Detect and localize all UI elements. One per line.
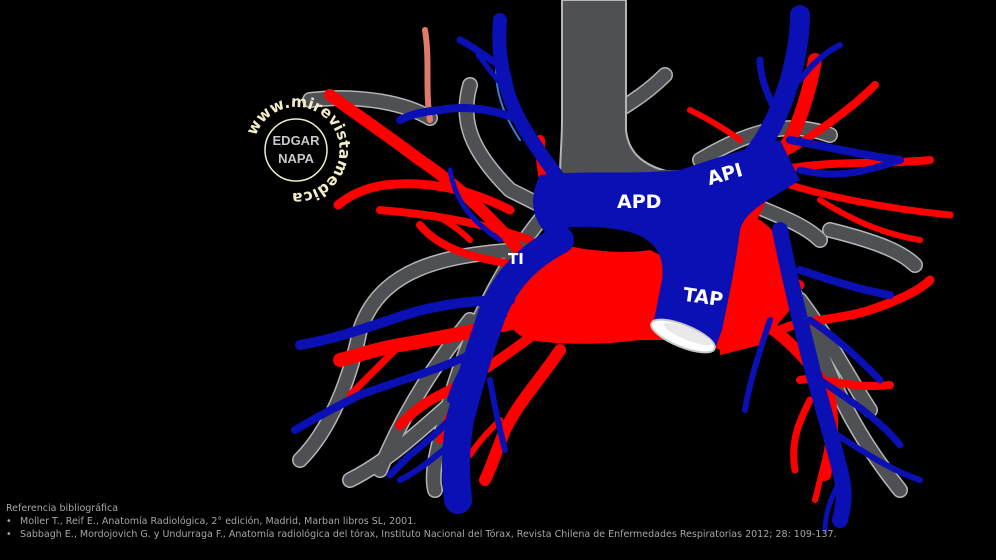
label-apd: APD xyxy=(617,191,661,213)
faded-vein xyxy=(422,27,433,123)
label-ti: TI xyxy=(508,250,524,268)
watermark-name-line2: NAPA xyxy=(278,151,314,166)
watermark-logo: www.mirevistamedica.net EDGAR NAPA xyxy=(0,0,354,207)
trunk-opening-shade xyxy=(663,322,713,346)
reference-item: Moller T., Reif E., Anatomía Radiológica… xyxy=(6,515,837,528)
reference-item: Sabbagh E., Mordojovich G. y Undurraga F… xyxy=(6,528,837,541)
bibliography-heading: Referencia bibliográfica xyxy=(6,503,119,514)
pulmonary-arteries xyxy=(295,15,923,533)
watermark-url: www.mirevistamedica.net xyxy=(0,0,354,207)
pulmonary-trunk xyxy=(533,140,800,352)
watermark-name-line1: EDGAR xyxy=(273,133,321,148)
bibliography: Referencia bibliográfica Moller T., Reif… xyxy=(6,502,837,541)
